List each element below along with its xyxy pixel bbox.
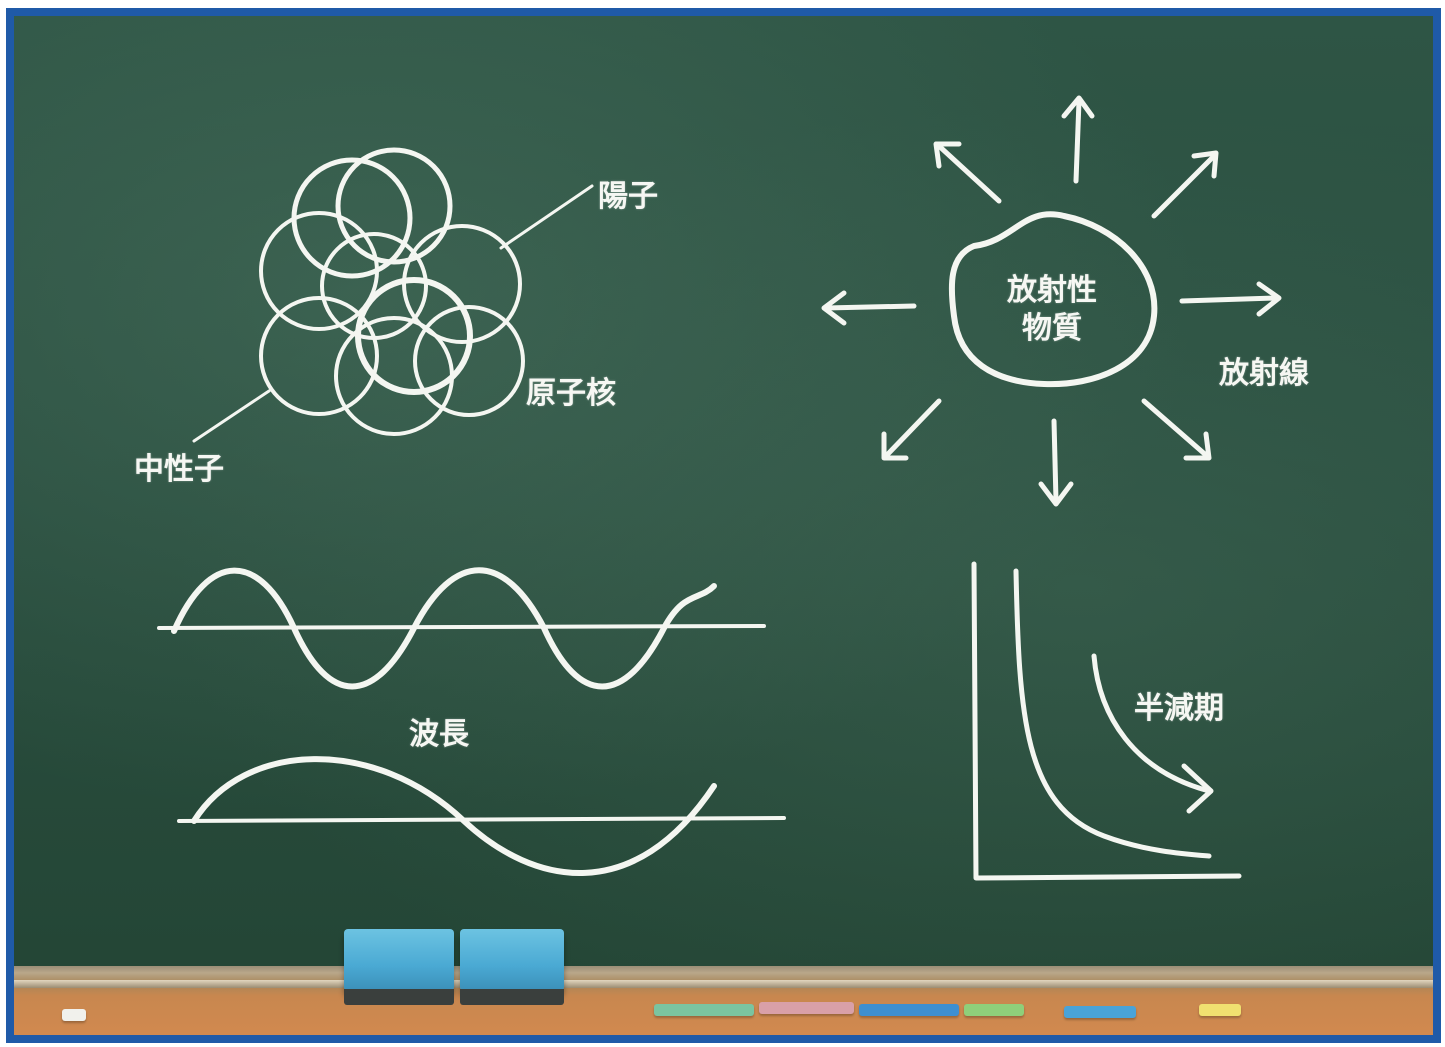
neutron-label: 中性子 xyxy=(134,452,224,487)
proton-circle xyxy=(259,211,379,331)
chalk-drawings xyxy=(157,95,1282,881)
blackboard-eraser[interactable] xyxy=(460,929,564,1005)
decay-curve xyxy=(1013,568,1212,859)
decay-axes xyxy=(971,561,1242,881)
long-wavelength-wave xyxy=(191,756,717,876)
nucleon-circle xyxy=(291,157,413,279)
half-life-arrow xyxy=(1091,653,1212,794)
chalk-tray xyxy=(14,966,1433,1035)
nucleon-circle xyxy=(335,147,453,265)
radioactive-material-line1: 放射性 xyxy=(1007,273,1097,308)
chalk-piece[interactable] xyxy=(62,1009,86,1021)
half-life-label: 半減期 xyxy=(1134,691,1224,726)
wave-diagram xyxy=(157,567,786,876)
nucleus-label: 原子核 xyxy=(526,376,616,411)
radioactive-material-label: 放射性 物質 xyxy=(992,272,1112,348)
blue-frame: 陽子 原子核 中性子 放射性 物質 放射線 半減期 波長 xyxy=(6,8,1441,1043)
radioactive-material-line2: 物質 xyxy=(1022,311,1082,346)
wavelength-label: 波長 xyxy=(409,717,469,752)
chalk-stick[interactable] xyxy=(654,1004,754,1016)
nucleus-diagram xyxy=(192,147,594,443)
nucleon-circle xyxy=(355,277,473,395)
half-life-arrowhead xyxy=(1181,763,1214,814)
proton-circle xyxy=(402,224,522,344)
chalk-stick[interactable] xyxy=(1064,1006,1136,1018)
chalk-stick[interactable] xyxy=(1199,1004,1241,1016)
proton-pointer-line xyxy=(499,184,594,250)
blackboard-eraser[interactable] xyxy=(344,929,454,1005)
wave-axis-bottom xyxy=(177,816,786,823)
radiation-diagram xyxy=(821,95,1282,507)
short-wavelength-wave xyxy=(171,567,717,690)
tray-lip xyxy=(14,980,1433,988)
neutron-pointer-line xyxy=(192,389,271,443)
neutron-circle xyxy=(259,296,379,416)
proton-label: 陽子 xyxy=(598,179,658,214)
radiation-arrows xyxy=(821,95,1282,507)
radiation-label: 放射線 xyxy=(1219,356,1309,391)
chalk-stick[interactable] xyxy=(759,1002,854,1014)
chalk-stick[interactable] xyxy=(859,1004,959,1016)
nucleon-circle xyxy=(413,305,525,417)
chalkboard: 陽子 原子核 中性子 放射性 物質 放射線 半減期 波長 xyxy=(14,16,1433,966)
radioactive-material-blob xyxy=(948,211,1158,388)
half-life-graph xyxy=(971,561,1242,881)
chalk-stick[interactable] xyxy=(964,1004,1024,1016)
wave-axis-top xyxy=(157,624,766,630)
